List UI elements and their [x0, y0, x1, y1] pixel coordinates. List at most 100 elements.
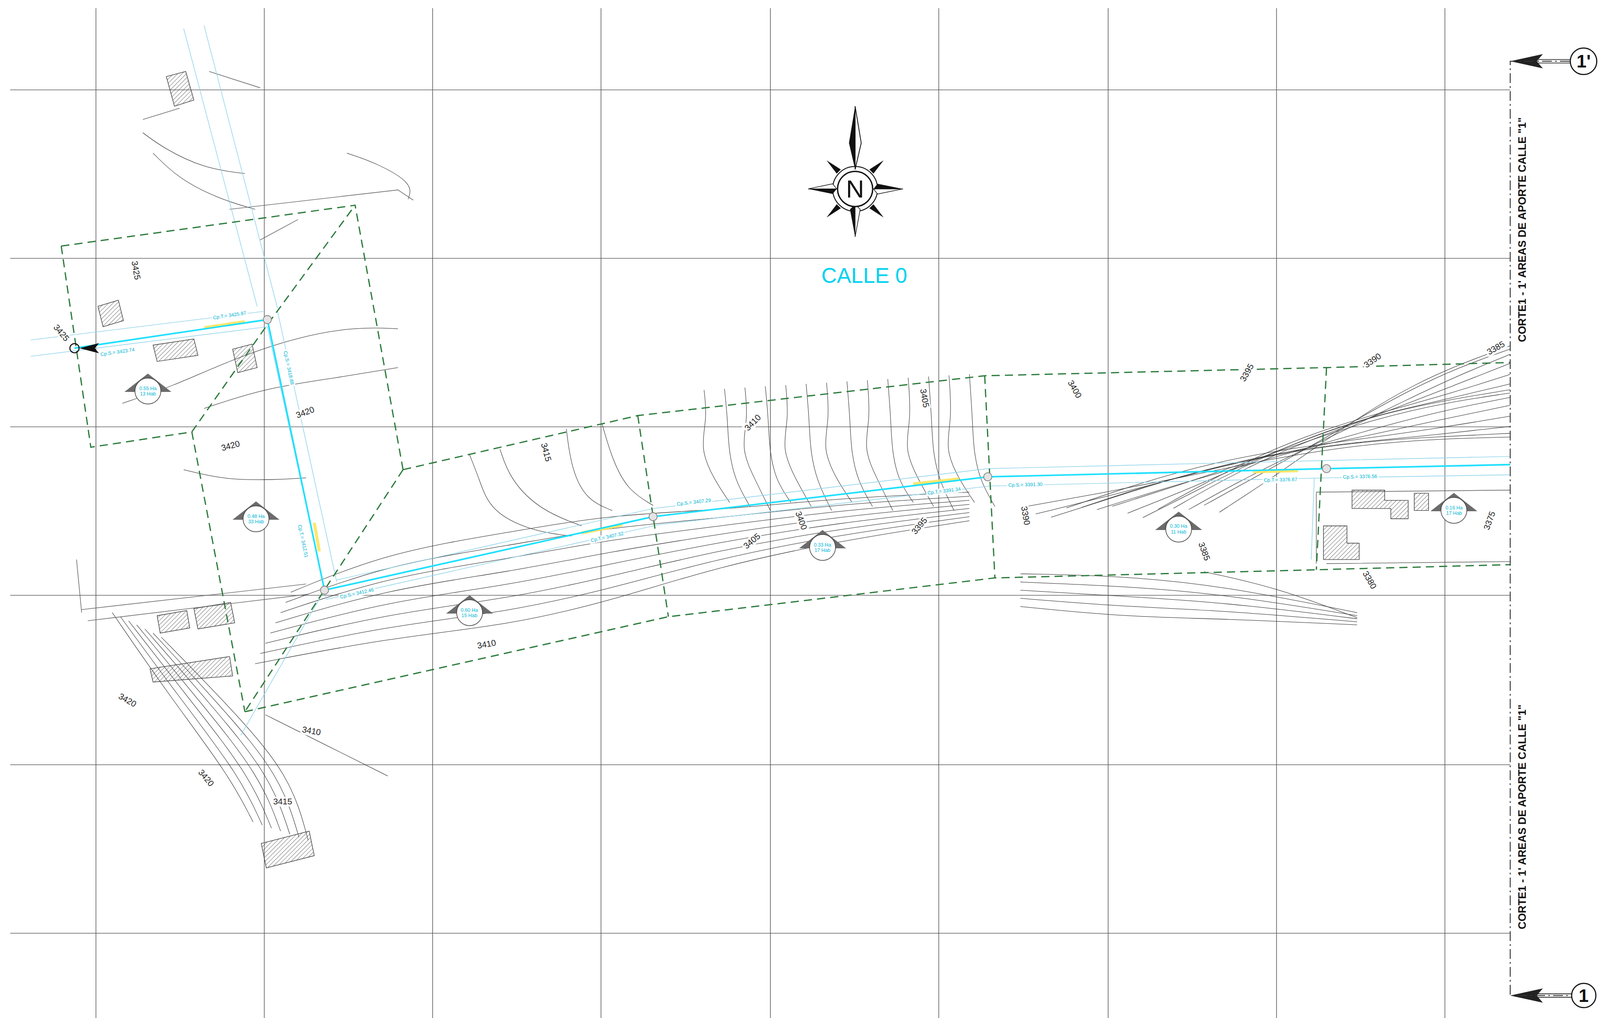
area-data: 13 Hab	[139, 390, 156, 397]
contour-line	[142, 132, 245, 174]
contour-line	[265, 714, 388, 776]
drainage-area-boundary	[61, 205, 1511, 712]
contour-line	[275, 504, 970, 623]
building	[193, 602, 235, 629]
contour-label: 3380	[1359, 567, 1379, 592]
contour-line	[290, 491, 970, 593]
drainage-area-marker: 0.60 Ha15 Hab	[456, 599, 483, 626]
contour-line	[907, 377, 934, 507]
pipe-highlight	[204, 321, 1298, 552]
elevation-label: Cp.T.= 3391.34	[925, 485, 963, 496]
contour-line	[1188, 354, 1511, 510]
compass-ray	[873, 188, 903, 194]
manhole	[648, 512, 657, 521]
elevation-label: Cp.T.= 3412.51	[296, 522, 310, 560]
contour-line	[1173, 363, 1511, 509]
contour-line	[1219, 345, 1511, 513]
section-arrow	[1510, 988, 1543, 1003]
marker-circle	[1165, 516, 1192, 542]
building	[1352, 490, 1409, 519]
compass-ray	[808, 188, 837, 194]
marker-circle	[243, 505, 269, 532]
contour-line	[1204, 348, 1511, 506]
marker-circle	[134, 377, 161, 404]
contour-label: 3375	[1481, 508, 1499, 533]
area-data: 17 Hab	[814, 547, 831, 553]
contour-lines	[112, 132, 1511, 840]
contour-line	[601, 423, 653, 506]
street-axis-lines	[30, 25, 1511, 735]
elevation-label: Cp.T.= 3376.67	[1262, 476, 1299, 484]
area-data: 0.30 Ha	[1170, 523, 1188, 529]
manhole	[320, 586, 329, 595]
marker-circle	[1570, 47, 1597, 75]
marker-circle	[456, 599, 483, 626]
contour-line	[280, 500, 970, 613]
contour-line	[1158, 374, 1511, 510]
contour-line	[270, 508, 970, 634]
manhole	[983, 472, 992, 481]
contour-label: 3410	[742, 411, 765, 434]
compass-ray	[873, 183, 903, 189]
elevation-label: Cp.T.= 3425.87	[211, 309, 248, 321]
section-cut-line	[1510, 61, 1571, 996]
building	[153, 339, 198, 362]
area-data: 0.48 Ha	[247, 513, 265, 519]
elevation-label: Cp.S.= 3407.29	[675, 497, 713, 508]
elevation-label: Cp.S.= 3376.56	[1341, 473, 1379, 480]
section-arrow-shaft	[1536, 59, 1573, 63]
contour-line	[128, 620, 272, 828]
contour-line	[285, 495, 970, 603]
area-data: 17 Hab	[1446, 510, 1462, 516]
drainage-area-marker: 0.30 Ha11 Hab	[1165, 515, 1193, 543]
area-data: 11 Hab	[1170, 529, 1187, 535]
contour-line	[1066, 415, 1511, 509]
building	[261, 831, 315, 868]
contour-line	[255, 520, 970, 664]
section-title: CORTE1 - 1' AREAS DE APORTE CALLE "1"	[1516, 115, 1529, 345]
compass-ray	[826, 160, 841, 174]
contour-line	[120, 616, 262, 825]
contour-line	[122, 327, 399, 404]
area-data: 0.16 Ha	[1445, 504, 1463, 511]
drainage-area-marker: 0.48 Ha33 Hab	[242, 505, 270, 533]
road-edge-lines	[76, 71, 1511, 621]
area-data: 33 Hab	[247, 518, 264, 525]
compass-ray	[849, 204, 855, 237]
compass-ray	[808, 183, 837, 189]
elevation-label: Cp.S.= 3423.74	[98, 346, 137, 358]
contour-line	[136, 624, 281, 832]
contour-line	[825, 382, 853, 503]
contour-label: 3410	[299, 724, 323, 738]
contour-line	[469, 454, 572, 537]
section-arrow	[1510, 54, 1543, 69]
contour-line	[265, 512, 970, 643]
marker-circle	[1571, 983, 1596, 1008]
contour-line	[1204, 571, 1358, 618]
compass-ray	[855, 204, 861, 237]
contour-line	[969, 373, 996, 507]
area-data: 0.60 Ha	[460, 607, 479, 613]
contour-label: 3420	[218, 438, 243, 454]
contour-label: 3400	[1064, 377, 1084, 401]
contour-label: 3385	[1484, 338, 1508, 358]
contour-line	[1020, 581, 1358, 616]
contour-line	[153, 153, 256, 210]
contour-label: 3385	[1195, 539, 1213, 563]
area-data: 0.55 Ha	[139, 385, 157, 391]
elevation-label: Cp.T.= 3407.32	[588, 529, 626, 544]
building	[232, 344, 258, 373]
compass-needle	[848, 106, 856, 170]
contour-label: 3415	[538, 440, 554, 464]
contour-line	[1020, 590, 1358, 619]
contour-line	[743, 387, 771, 511]
contour-line	[260, 516, 970, 654]
section-marker: 1'	[1569, 47, 1598, 76]
contour-label: 3420	[115, 690, 140, 710]
contour-label: 3390	[1360, 350, 1385, 371]
contour-line	[785, 385, 812, 507]
contour-label: 3420	[195, 766, 217, 790]
section-marker: 1	[1570, 982, 1597, 1008]
compass-ray	[869, 160, 884, 174]
marker-circle	[1440, 497, 1467, 524]
